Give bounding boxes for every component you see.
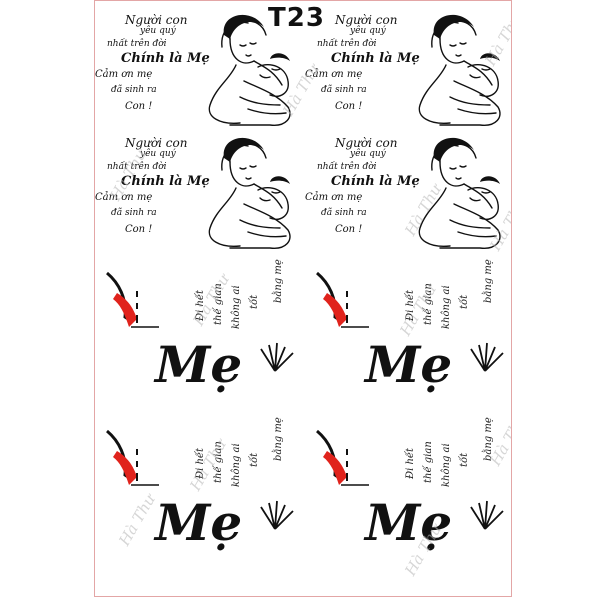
me-panel-2: Đi hết thế gian không ai tốt bằng mẹ Mẹ [305,259,510,423]
verse-line-2: yêu quý [350,26,386,36]
red-profile-illustration [106,429,159,486]
verse-line-5: Cảm ơn mẹ [95,192,153,203]
mother-child-illustration [418,137,501,249]
me-verse-line-5: bằng mẹ [483,259,494,303]
verse-line-2: yêu quý [350,149,386,159]
mother-panel-1: Người con yêu quý nhất trên đời Chính là… [95,13,300,133]
me-verse-line-4: tốt [459,294,470,309]
me-word: Mẹ [155,335,243,394]
mother-panel-4: Người con yêu quý nhất trên đời Chính là… [305,136,510,256]
red-profile-illustration [316,271,369,328]
verse-line-4: Chính là Mẹ [121,51,210,66]
grass-tuft-icon [470,342,504,372]
verse-line-1: Người con [125,13,188,27]
verse-line-7: Con ! [335,101,363,112]
me-word: Mẹ [365,335,453,394]
mother-panel-2: Người con yêu quý nhất trên đời Chính là… [305,13,510,133]
verse-line-3: nhất trên đời [107,162,167,172]
verse-line-7: Con ! [125,101,153,112]
verse-line-5: Cảm ơn mẹ [305,69,363,80]
verse-line-1: Người con [335,13,398,27]
grass-tuft-icon [260,342,294,372]
verse-line-5: Cảm ơn mẹ [95,69,153,80]
me-panel-4: Đi hết thế gian không ai tốt bằng mẹ Mẹ [305,417,510,581]
mother-child-illustration [418,14,501,126]
me-verse-line-4: tốt [249,452,260,467]
tattoo-sheet: T23 Người con yêu quý nhất trên đời Chín… [94,0,512,597]
red-profile-illustration [106,271,159,328]
me-verse-line-3: không ai [231,443,242,487]
verse-line-7: Con ! [335,224,363,235]
me-verse-line-3: không ai [231,285,242,329]
grass-tuft-icon [470,500,504,530]
me-verse-line-5: bằng mẹ [273,417,284,461]
verse-line-5: Cảm ơn mẹ [305,192,363,203]
me-word: Mẹ [365,493,453,552]
sheet-code: T23 [268,3,325,33]
me-verse-line-1: Đi hết [405,447,416,479]
verse-line-7: Con ! [125,224,153,235]
mother-child-illustration [208,14,291,126]
me-verse-line-5: bằng mẹ [273,259,284,303]
verse-line-4: Chính là Mẹ [331,174,420,189]
verse-line-2: yêu quý [140,149,176,159]
me-verse-line-2: thế gian [423,441,434,483]
me-panel-1: Đi hết thế gian không ai tốt bằng mẹ Mẹ [95,259,300,423]
verse-line-3: nhất trên đời [107,39,167,49]
me-verse-line-4: tốt [249,294,260,309]
verse-line-6: đã sinh ra [111,85,157,95]
verse-line-6: đã sinh ra [321,85,367,95]
verse-line-2: yêu quý [140,26,176,36]
verse-line-3: nhất trên đời [317,39,377,49]
verse-line-1: Người con [125,136,188,150]
verse-line-4: Chính là Mẹ [121,174,210,189]
me-panel-3: Đi hết thế gian không ai tốt bằng mẹ Mẹ [95,417,300,581]
verse-line-6: đã sinh ra [321,208,367,218]
me-word: Mẹ [155,493,243,552]
me-verse-line-4: tốt [459,452,470,467]
mother-panel-3: Người con yêu quý nhất trên đời Chính là… [95,136,300,256]
me-verse-line-3: không ai [441,443,452,487]
grass-tuft-icon [260,500,294,530]
verse-line-4: Chính là Mẹ [331,51,420,66]
mother-child-illustration [208,137,291,249]
verse-line-1: Người con [335,136,398,150]
verse-line-6: đã sinh ra [111,208,157,218]
red-profile-illustration [316,429,369,486]
verse-line-3: nhất trên đời [317,162,377,172]
me-verse-line-3: không ai [441,285,452,329]
